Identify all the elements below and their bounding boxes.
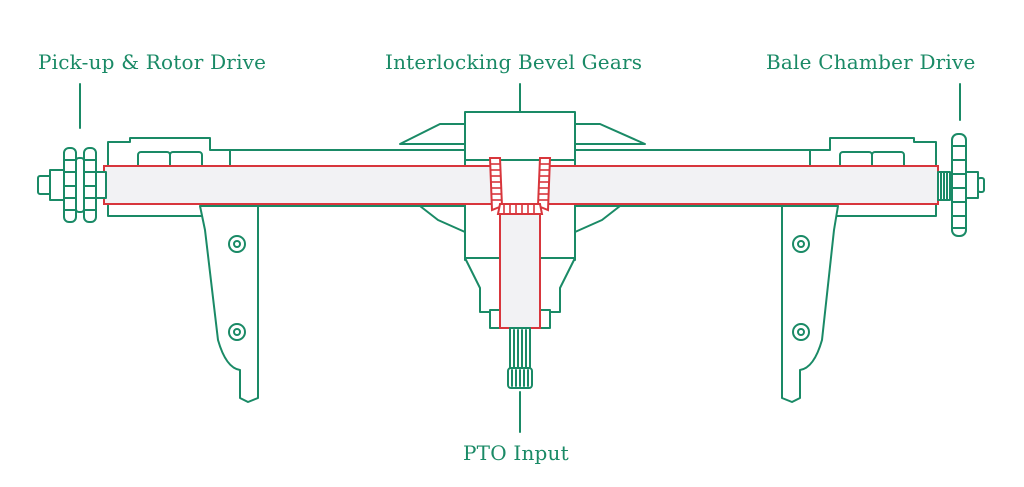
bevel-gear-left xyxy=(488,157,504,212)
pto-input-spline xyxy=(507,327,533,389)
housing-top-block xyxy=(464,111,576,165)
housing-wing-right xyxy=(574,123,646,145)
label-pickup-rotor-drive: Pick-up & Rotor Drive xyxy=(38,50,267,74)
right-shaft-nut xyxy=(965,171,979,199)
bevel-gears xyxy=(488,157,552,215)
left-shaft-nut xyxy=(49,169,65,201)
right-sprocket-assembly xyxy=(937,133,985,237)
left-shaft-collar xyxy=(95,171,107,199)
housing-lower-wing-right xyxy=(574,205,621,233)
bevel-gear-right xyxy=(536,157,552,212)
left-bracket xyxy=(199,205,259,403)
pto-shaft xyxy=(499,213,541,329)
label-pto-input: PTO Input xyxy=(463,441,569,465)
right-shaft-stub xyxy=(977,177,985,193)
shaft-left xyxy=(103,165,499,205)
left-sprocket-assembly xyxy=(37,147,107,223)
label-interlocking-bevel-gears: Interlocking Bevel Gears xyxy=(385,50,643,74)
left-bracket-hole-bottom xyxy=(228,323,246,341)
housing-wing-left xyxy=(399,123,466,145)
left-sprocket-2 xyxy=(75,157,85,213)
right-bracket-hole-top xyxy=(792,235,810,253)
gearbox-housing xyxy=(399,111,646,329)
right-bracket xyxy=(781,205,839,403)
right-bracket-hole-bottom xyxy=(792,323,810,341)
shaft-right xyxy=(541,165,939,205)
left-bracket-hole-top xyxy=(228,235,246,253)
pto-shaft-body xyxy=(499,213,541,329)
mounting-brackets xyxy=(199,205,839,403)
right-sprocket xyxy=(951,133,967,237)
housing-lower-wing-left xyxy=(419,205,466,233)
label-bale-chamber-drive: Bale Chamber Drive xyxy=(766,50,976,74)
